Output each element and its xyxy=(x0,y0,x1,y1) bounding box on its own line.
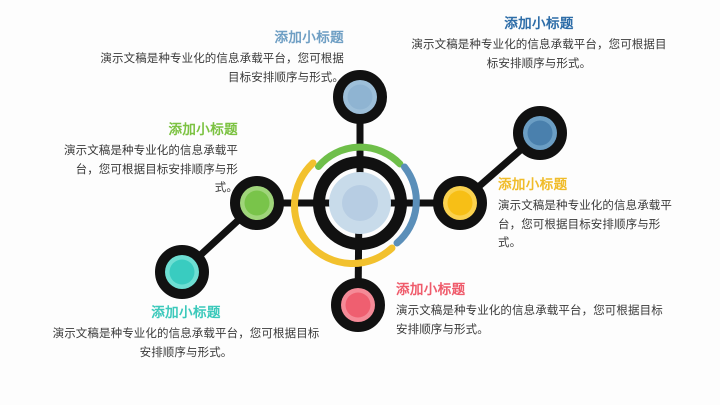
callout-mid-left[interactable]: 添加小标题 演示文稿是种专业化的信息承载平台，您可根据目标安排顺序与形式。 xyxy=(58,122,238,198)
arc-blue-icon xyxy=(393,163,420,247)
callout-mid-right[interactable]: 添加小标题 演示文稿是种专业化的信息承载平台，您可根据目标安排顺序与形式。 xyxy=(498,177,678,253)
callout-top-right-body: 演示文稿是种专业化的信息承载平台，您可根据目标安排顺序与形式。 xyxy=(411,38,667,70)
callout-mid-right-title: 添加小标题 xyxy=(498,177,568,192)
center-hub[interactable] xyxy=(313,156,407,250)
callout-bottom-right[interactable]: 添加小标题 演示文稿是种专业化的信息承载平台，您可根据目标安排顺序与形式。 xyxy=(396,282,664,339)
hub-outer-ring xyxy=(313,156,407,250)
node-left[interactable] xyxy=(230,176,284,230)
node-left-ring xyxy=(230,176,284,230)
arc-yellow-icon xyxy=(291,159,396,268)
node-right-core xyxy=(447,190,473,216)
node-upper-right[interactable] xyxy=(513,106,567,160)
arc-green-icon xyxy=(315,143,404,170)
callout-top-left[interactable]: 添加小标题 演示文稿是种专业化的信息承载平台，您可根据目标安排顺序与形式。 xyxy=(92,30,344,87)
node-top-core xyxy=(347,84,373,110)
node-upper-right-ring xyxy=(513,106,567,160)
callout-bottom-right-body: 演示文稿是种专业化的信息承载平台，您可根据目标安排顺序与形式。 xyxy=(396,304,663,336)
node-bottom-core xyxy=(345,292,371,318)
node-top-ring xyxy=(333,70,387,124)
callout-mid-right-body: 演示文稿是种专业化的信息承载平台，您可根据目标安排顺序与形式。 xyxy=(498,199,672,250)
callout-bottom-left-body: 演示文稿是种专业化的信息承载平台，您可根据目标安排顺序与形式。 xyxy=(52,327,320,359)
callout-mid-left-title: 添加小标题 xyxy=(168,122,238,137)
node-right-ring xyxy=(433,176,487,230)
callout-mid-left-body: 演示文稿是种专业化的信息承载平台，您可根据目标安排顺序与形式。 xyxy=(64,144,238,195)
callout-bottom-right-title: 添加小标题 xyxy=(396,282,466,297)
node-left-core xyxy=(244,190,270,216)
node-upper-right-core xyxy=(527,120,553,146)
hub-arc-group xyxy=(291,143,420,268)
node-lower-left-ring xyxy=(155,245,209,299)
callout-top-right[interactable]: 添加小标题 演示文稿是种专业化的信息承载平台，您可根据目标安排顺序与形式。 xyxy=(408,16,670,73)
callout-top-left-body: 演示文稿是种专业化的信息承载平台，您可根据目标安排顺序与形式。 xyxy=(100,52,344,84)
callout-top-left-title: 添加小标题 xyxy=(274,30,344,45)
node-top[interactable] xyxy=(333,70,387,124)
hub-core xyxy=(342,185,378,221)
node-lower-left-core xyxy=(169,259,195,285)
node-lower-left[interactable] xyxy=(155,245,209,299)
callout-bottom-left-title: 添加小标题 xyxy=(151,305,221,320)
node-bottom-ring xyxy=(331,278,385,332)
node-bottom[interactable] xyxy=(331,278,385,332)
callout-top-right-title: 添加小标题 xyxy=(504,16,574,31)
node-right[interactable] xyxy=(433,176,487,230)
callout-bottom-left[interactable]: 添加小标题 演示文稿是种专业化的信息承载平台，您可根据目标安排顺序与形式。 xyxy=(52,305,320,362)
